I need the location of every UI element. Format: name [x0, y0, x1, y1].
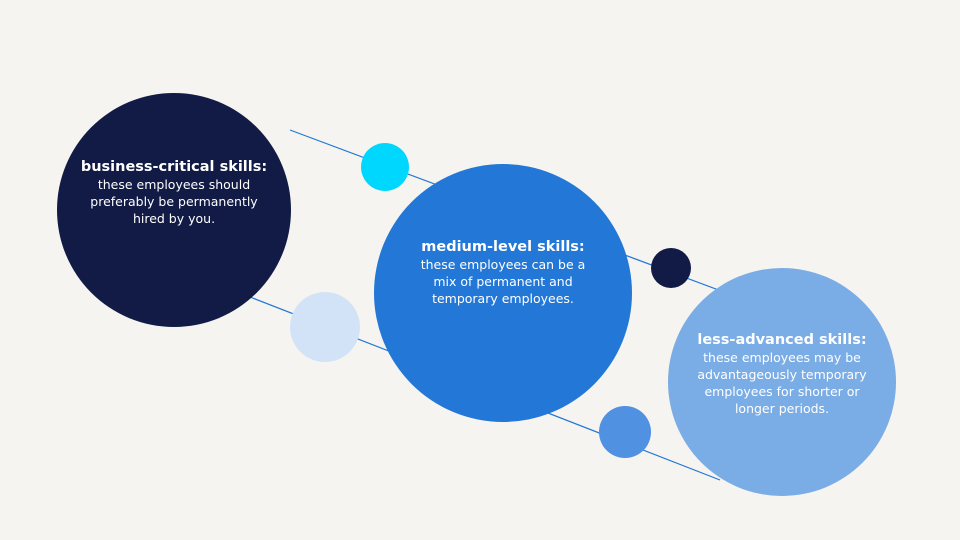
node-body-line: preferably be permanently	[90, 193, 258, 209]
node-body-line: hired by you.	[132, 210, 216, 226]
less-advanced-skills-circle: less-advanced skills: these employees ma…	[668, 268, 896, 496]
node-body-line: these employees can be a	[420, 256, 586, 272]
business-critical-skills-circle: business-critical skills: these employee…	[57, 93, 291, 327]
node-body-line: these employees should	[97, 176, 251, 192]
accent-dot-blue	[599, 406, 651, 458]
node-body-line: mix of permanent and	[433, 273, 573, 289]
accent-dot-cyan	[361, 143, 409, 191]
node-body-line: these employees may be	[703, 350, 861, 365]
node-body-line: advantageously temporary	[697, 367, 867, 382]
node-title: business-critical skills:	[80, 158, 268, 175]
node-body-line: temporary employees.	[432, 290, 574, 306]
node-body-line: employees for shorter or	[704, 384, 860, 399]
accent-dot-pale	[290, 292, 360, 362]
node-title: less-advanced skills:	[697, 332, 867, 348]
medium-level-skills-circle: medium-level skills: these employees can…	[374, 164, 632, 422]
accent-dot-navy	[651, 248, 691, 288]
node-title: medium-level skills:	[421, 238, 585, 255]
node-body-line: longer periods.	[734, 401, 830, 416]
